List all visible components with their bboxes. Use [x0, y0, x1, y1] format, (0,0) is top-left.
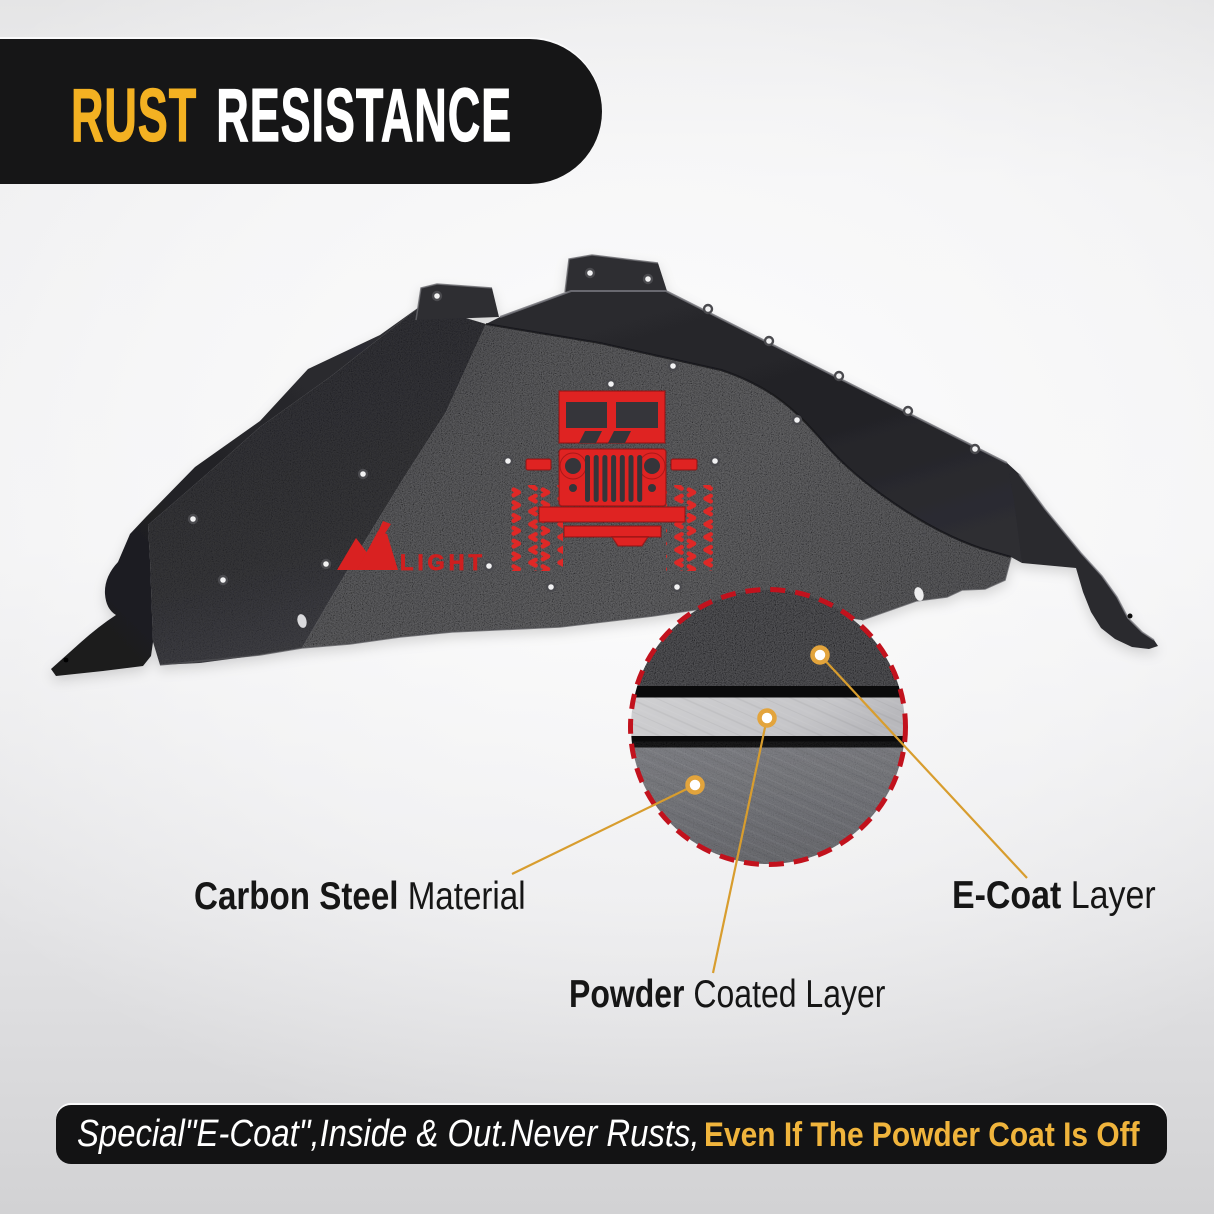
svg-text:LIGHT: LIGHT	[400, 550, 486, 575]
